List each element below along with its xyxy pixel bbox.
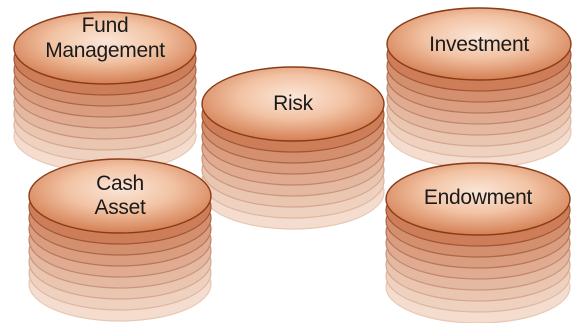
- coin-top-face: [28, 158, 212, 234]
- stack-label-risk: Risk: [273, 92, 313, 115]
- stack-investment: [386, 7, 572, 169]
- coin-top-face: [13, 11, 197, 85]
- coin-top-face: [201, 66, 385, 142]
- stack-label-cash-asset-line-2: Asset: [94, 196, 145, 219]
- stack-label-endowment: Endowment: [424, 186, 533, 209]
- stack-risk: [201, 66, 385, 230]
- stack-label-cash-asset-line-1: Cash: [96, 172, 144, 195]
- stack-label-investment: Investment: [429, 33, 529, 56]
- stack-label-fund-management-line-1: Fund: [82, 14, 129, 37]
- stack-endowment: [385, 162, 571, 323]
- stack-fund-management: [13, 11, 197, 173]
- stack-cash-asset: [28, 158, 212, 322]
- coin-top-face: [385, 162, 571, 236]
- stack-label-fund-management-line-2: Management: [45, 39, 165, 62]
- coin-top-face: [386, 7, 572, 81]
